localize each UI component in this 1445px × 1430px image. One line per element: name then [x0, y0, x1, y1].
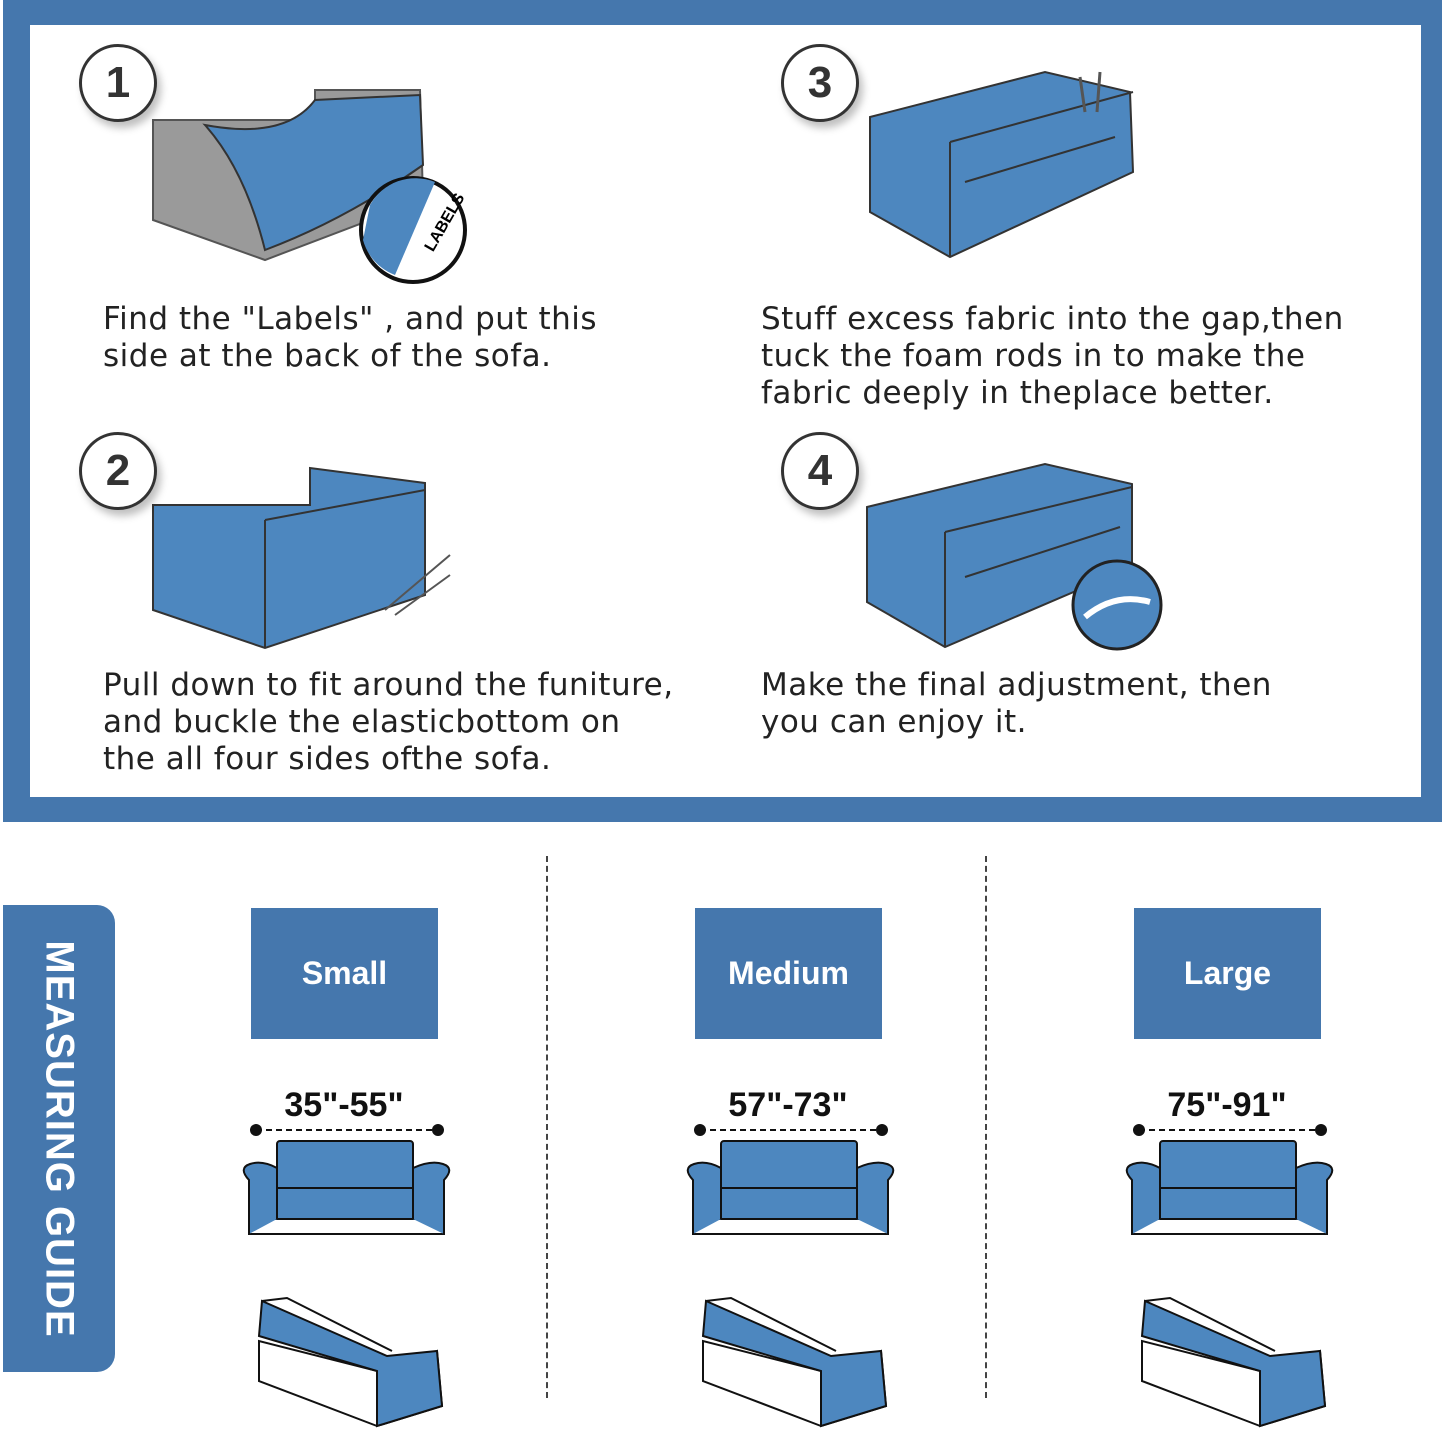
- divider: [546, 856, 548, 1398]
- front-sofa-icon: [686, 1124, 895, 1235]
- size-range: 57"-73": [728, 1086, 848, 1124]
- divider: [985, 856, 987, 1398]
- angled-sofa-icon: [1140, 1296, 1327, 1428]
- size-label-box: Medium: [695, 908, 882, 1039]
- size-label-box: Small: [251, 908, 438, 1039]
- step-1-text: Find the "Labels" , and put this side at…: [103, 301, 598, 374]
- step-4-text: Make the final adjustment, then you can …: [761, 667, 1272, 740]
- measuring-guide-tab: MEASURING GUIDE: [3, 905, 115, 1372]
- size-range: 35"-55": [284, 1086, 404, 1124]
- step-1-illustration: LABELS: [152, 89, 469, 284]
- step-2-text: Pull down to fit around the funiture, an…: [103, 667, 674, 777]
- angled-sofa-icon: [257, 1296, 444, 1428]
- angled-sofa-icon: [701, 1296, 888, 1428]
- step-4-illustration: [866, 462, 1163, 651]
- step-1-badge: 1: [79, 44, 157, 122]
- step-2-illustration: [152, 466, 451, 650]
- step-4-badge: 4: [781, 432, 859, 510]
- step-3-badge: 3: [781, 44, 859, 122]
- measuring-guide-title: MEASURING GUIDE: [37, 939, 82, 1338]
- step-3-text: Stuff excess fabric into the gap,then tu…: [761, 301, 1344, 411]
- step-2-badge: 2: [79, 432, 157, 510]
- size-range: 75"-91": [1167, 1086, 1287, 1124]
- front-sofa-icon: [1125, 1124, 1334, 1235]
- size-label-box: Large: [1134, 908, 1321, 1039]
- step-3-illustration: [869, 70, 1135, 259]
- front-sofa-icon: [242, 1124, 451, 1235]
